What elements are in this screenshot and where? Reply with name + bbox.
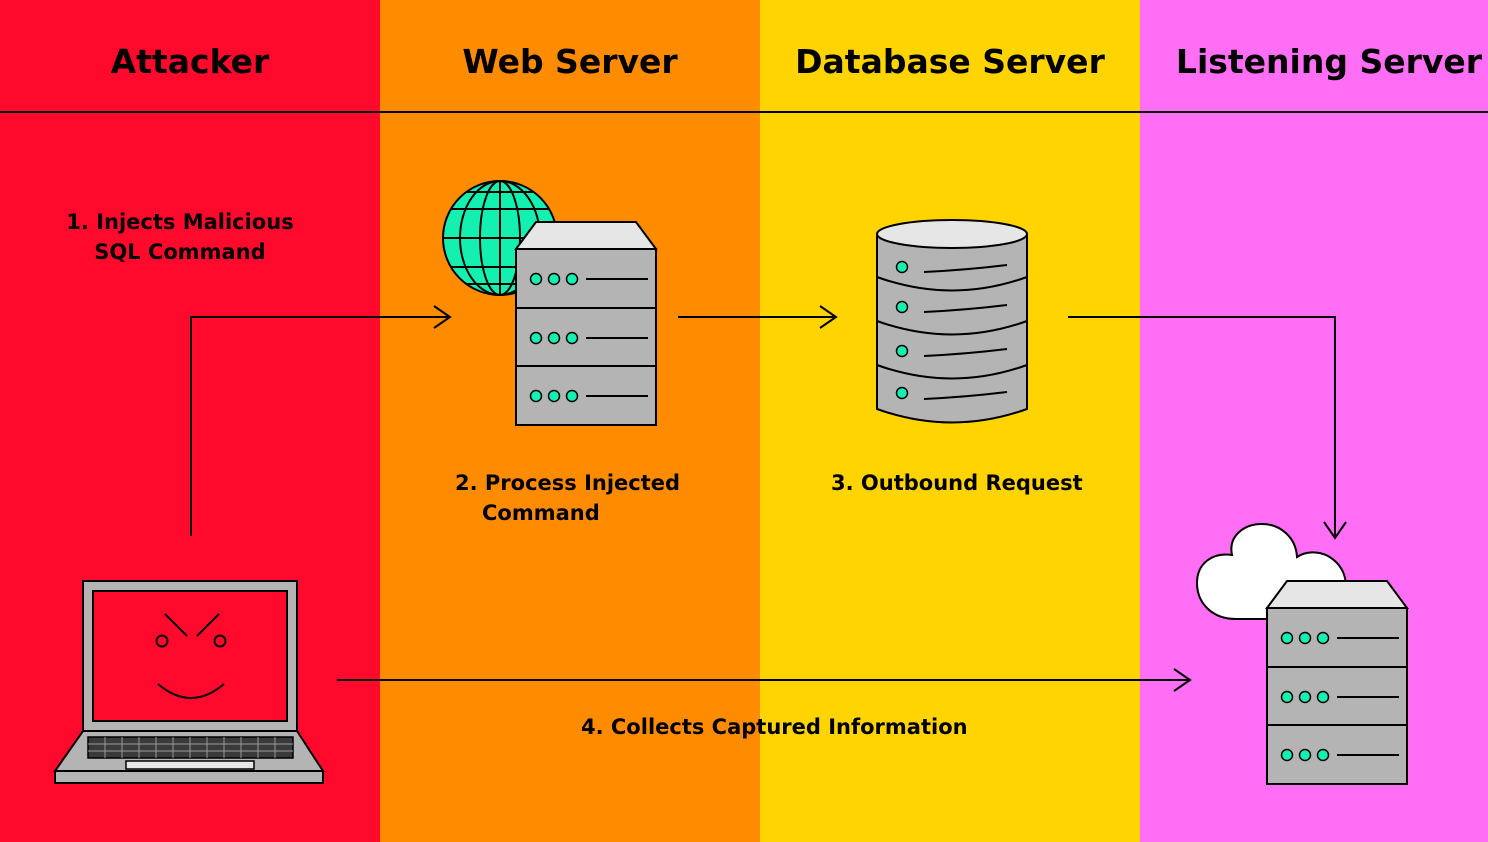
step-1-line-1: 1. Injects Malicious bbox=[66, 210, 294, 234]
step-2-line-2: Command bbox=[482, 501, 600, 525]
lane-title-listening-server: Listening Server bbox=[1175, 42, 1483, 81]
step-3-line-1: 3. Outbound Request bbox=[831, 471, 1083, 495]
step-4-label: 4. Collects Captured Information bbox=[581, 712, 968, 742]
step-1-line-2: SQL Command bbox=[94, 240, 266, 264]
step-3-label: 3. Outbound Request bbox=[831, 468, 1083, 498]
arrow-outbound bbox=[1068, 316, 1347, 540]
database-icon bbox=[876, 219, 1028, 424]
listening-server-rack-icon bbox=[1265, 580, 1409, 785]
step-2-line-1: 2. Process Injected bbox=[455, 471, 681, 495]
arrow-inject bbox=[190, 305, 452, 536]
evil-face-icon bbox=[155, 613, 227, 699]
lane-title-database-server: Database Server bbox=[795, 42, 1105, 81]
lane-title-web-server: Web Server bbox=[462, 42, 678, 81]
web-server-rack-icon bbox=[514, 221, 658, 426]
laptop-icon bbox=[53, 580, 325, 784]
lane-title-attacker: Attacker bbox=[110, 42, 270, 81]
step-4-line-1: 4. Collects Captured Information bbox=[581, 715, 968, 739]
step-1-label: 1. Injects Malicious SQL Command bbox=[0, 207, 360, 267]
step-2-label: 2. Process Injected Command bbox=[455, 468, 680, 528]
